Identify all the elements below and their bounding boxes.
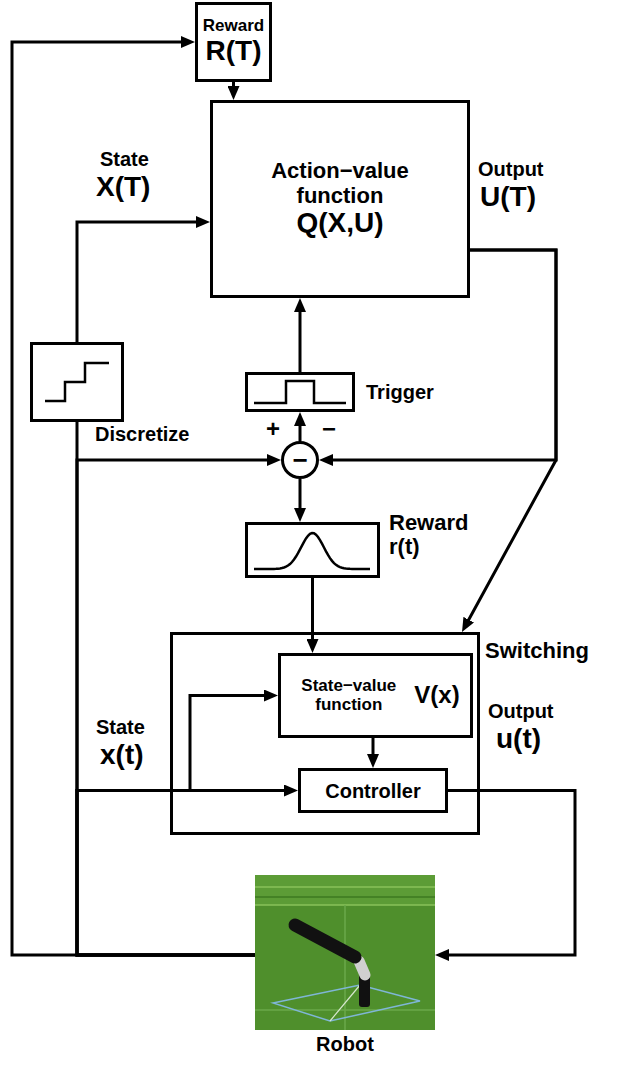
signal-connector <box>77 460 273 955</box>
pulse-symbol <box>254 381 346 403</box>
signal-name: State <box>100 148 149 170</box>
node-text: Q(X,U) <box>296 208 383 239</box>
signal-connector <box>299 306 302 372</box>
node-text: V(x) <box>414 682 459 708</box>
step-icon <box>33 345 121 419</box>
robot-arm <box>295 925 355 957</box>
signal-connector <box>77 222 202 342</box>
robot-joint <box>359 961 365 975</box>
signal-name: State <box>96 716 145 738</box>
signal-symbol: x(t) <box>100 740 144 771</box>
sign-label: − <box>322 416 336 442</box>
node-caption: Trigger <box>366 381 434 403</box>
gaussian-symbol <box>254 533 370 569</box>
node-text: Controller <box>325 780 421 802</box>
floor-axis <box>330 985 360 1021</box>
discretize-box: Discretize <box>30 342 124 422</box>
state-value-box: State−value function V(x) <box>278 653 473 738</box>
action-value-box: Action−value functionQ(X,U) <box>210 100 470 298</box>
controller-box: Controller <box>298 768 448 813</box>
switching-box: SwitchingState−value functionV(x)Control… <box>170 632 480 835</box>
node-text: Reward <box>203 17 264 36</box>
robot-icon <box>255 875 435 1030</box>
pulse-icon <box>248 375 352 409</box>
robot-image: Robot <box>255 875 435 1030</box>
staircase-symbol <box>45 363 109 401</box>
grid-line <box>255 896 435 898</box>
signal-connector <box>299 420 302 441</box>
node-caption: Reward r(t) <box>389 511 468 559</box>
node-caption: Discretize <box>95 423 190 445</box>
robot-ground <box>255 875 435 1030</box>
signal-connector <box>232 82 235 92</box>
signal-connector <box>299 479 302 514</box>
gauss-icon <box>248 525 377 575</box>
node-text: State−value function <box>291 677 406 714</box>
grid-line <box>344 905 346 1030</box>
signal-connector <box>77 422 255 955</box>
signal-name: Output <box>488 700 554 722</box>
signal-connector <box>443 791 575 956</box>
robot-backdrop <box>255 875 435 905</box>
grid-line <box>255 886 435 888</box>
summing-junction <box>283 443 318 478</box>
signal-symbol: u(t) <box>496 724 541 755</box>
signal-symbol: X(T) <box>96 172 150 203</box>
node-text: Action−value function <box>255 159 425 207</box>
reward-shaping-box: Reward r(t) <box>245 522 380 578</box>
trigger-box: Trigger <box>245 372 355 412</box>
signal-connector <box>327 250 556 460</box>
node-caption: Switching <box>485 639 589 663</box>
signal-connector <box>12 42 255 955</box>
signal-connector <box>372 738 375 760</box>
node-text: − <box>292 447 307 473</box>
subtractor-circle: − <box>281 441 319 479</box>
signal-connector <box>466 250 556 625</box>
reward-box: RewardR(T) <box>195 2 272 82</box>
signal-name: Output <box>478 158 544 180</box>
node-caption: Robot <box>316 1033 374 1055</box>
signal-symbol: U(T) <box>480 182 536 213</box>
node-text: R(T) <box>206 36 262 67</box>
floor-outline <box>273 985 420 1021</box>
signal-connector <box>77 696 270 956</box>
sign-label: + <box>266 416 280 442</box>
grid-line <box>255 1009 435 1011</box>
